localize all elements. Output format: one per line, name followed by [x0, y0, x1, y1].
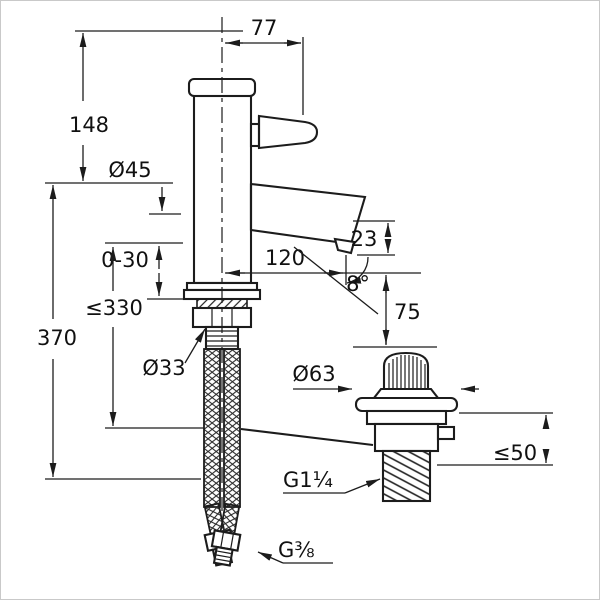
angle-8-label: 8° [346, 272, 370, 296]
dim-0-30-label: 0-30 [101, 248, 149, 272]
dim-g38: G⅜ [257, 538, 333, 564]
waste-upper-body [365, 409, 448, 426]
dia-45-label: Ø45 [108, 158, 151, 182]
dim-330-label: ≤330 [85, 296, 143, 320]
aerator [333, 237, 356, 255]
thread-g114-label: G1¼ [283, 468, 333, 492]
faucet [182, 77, 367, 567]
handle-lever [257, 114, 319, 150]
dim-77-label: 77 [251, 16, 278, 40]
dim-angle8: 8° [293, 246, 379, 315]
dim-75-label: 75 [394, 300, 421, 324]
dim-75: 75 [353, 275, 437, 348]
dim-dia63: Ø63 [292, 362, 479, 393]
popup-waste [240, 351, 459, 503]
thread-g38-label: G⅜ [278, 538, 315, 562]
dim-23-label: 23 [351, 227, 378, 251]
dim-23: 23 [351, 220, 395, 256]
waste-flange [354, 396, 459, 413]
dim-50: ≤50 [437, 412, 553, 466]
dim-120: 120 [225, 246, 421, 285]
dim-330: ≤330 [85, 247, 204, 429]
waste-knob-knurling [388, 355, 426, 389]
dim-50-label: ≤50 [493, 441, 537, 465]
hose-connector-right [210, 502, 242, 567]
dim-148: 148 [45, 30, 243, 184]
popup-rod [240, 427, 374, 447]
waste-body [373, 422, 440, 453]
dim-120-label: 120 [265, 246, 305, 270]
dim-dia33: Ø33 [142, 328, 206, 380]
dim-370: 370 [37, 185, 201, 480]
dim-dia45: Ø45 [108, 158, 181, 215]
dim-77: 77 [225, 16, 304, 115]
dim-0-30: 0-30 [101, 242, 185, 300]
waste-knob-flare [371, 387, 441, 400]
dim-370-label: 370 [37, 326, 77, 350]
dia-33-label: Ø33 [142, 356, 185, 380]
waste-rod-boss [436, 425, 456, 441]
dia-63-label: Ø63 [292, 362, 335, 386]
dim-g114: G1¼ [283, 468, 381, 494]
spout [249, 182, 367, 246]
supply-hose-right [223, 348, 241, 508]
dim-148-label: 148 [69, 113, 109, 137]
waste-tailpiece [381, 449, 432, 503]
supply-hose-left [203, 348, 221, 508]
